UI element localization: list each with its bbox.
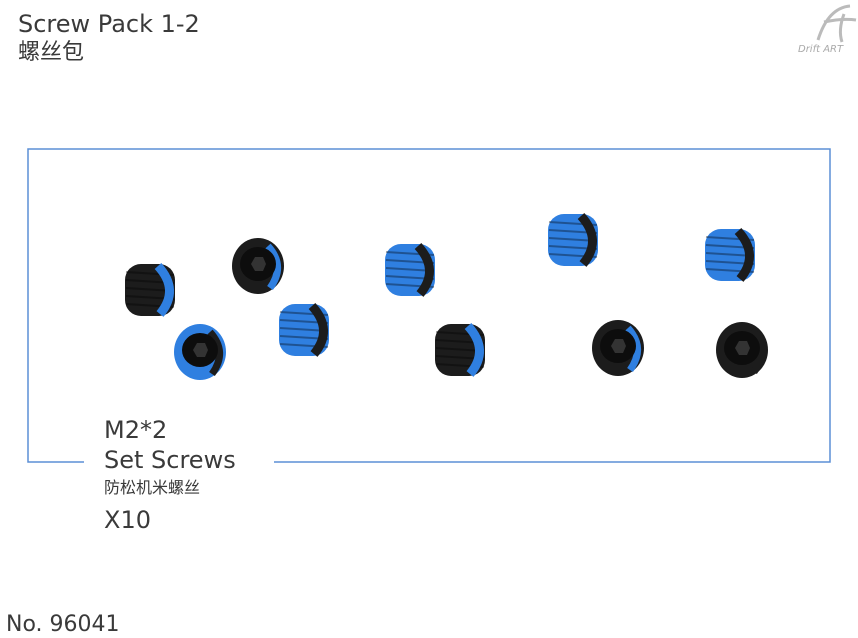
brand-logo bbox=[816, 4, 857, 43]
set-screw bbox=[548, 212, 598, 267]
screws-group bbox=[125, 212, 768, 380]
set-screw bbox=[592, 320, 644, 376]
product-name-cn: 防松机米螺丝 bbox=[104, 478, 201, 497]
brand-logo-text: Drift ART bbox=[798, 44, 844, 55]
set-screw bbox=[279, 302, 329, 357]
product-quantity: X10 bbox=[104, 506, 151, 534]
set-screw bbox=[232, 238, 284, 294]
item-number: No. 96041 bbox=[6, 612, 120, 637]
set-screw bbox=[716, 322, 768, 378]
set-screw bbox=[705, 227, 755, 282]
screw-size: M2*2 bbox=[104, 416, 168, 444]
set-screw bbox=[385, 242, 435, 297]
set-screw bbox=[174, 324, 226, 380]
product-name: Set Screws bbox=[104, 446, 236, 474]
set-screw bbox=[435, 322, 485, 377]
set-screw bbox=[125, 262, 175, 317]
page-subtitle: 螺丝包 bbox=[18, 40, 85, 65]
page-title: Screw Pack 1-2 bbox=[18, 10, 200, 38]
